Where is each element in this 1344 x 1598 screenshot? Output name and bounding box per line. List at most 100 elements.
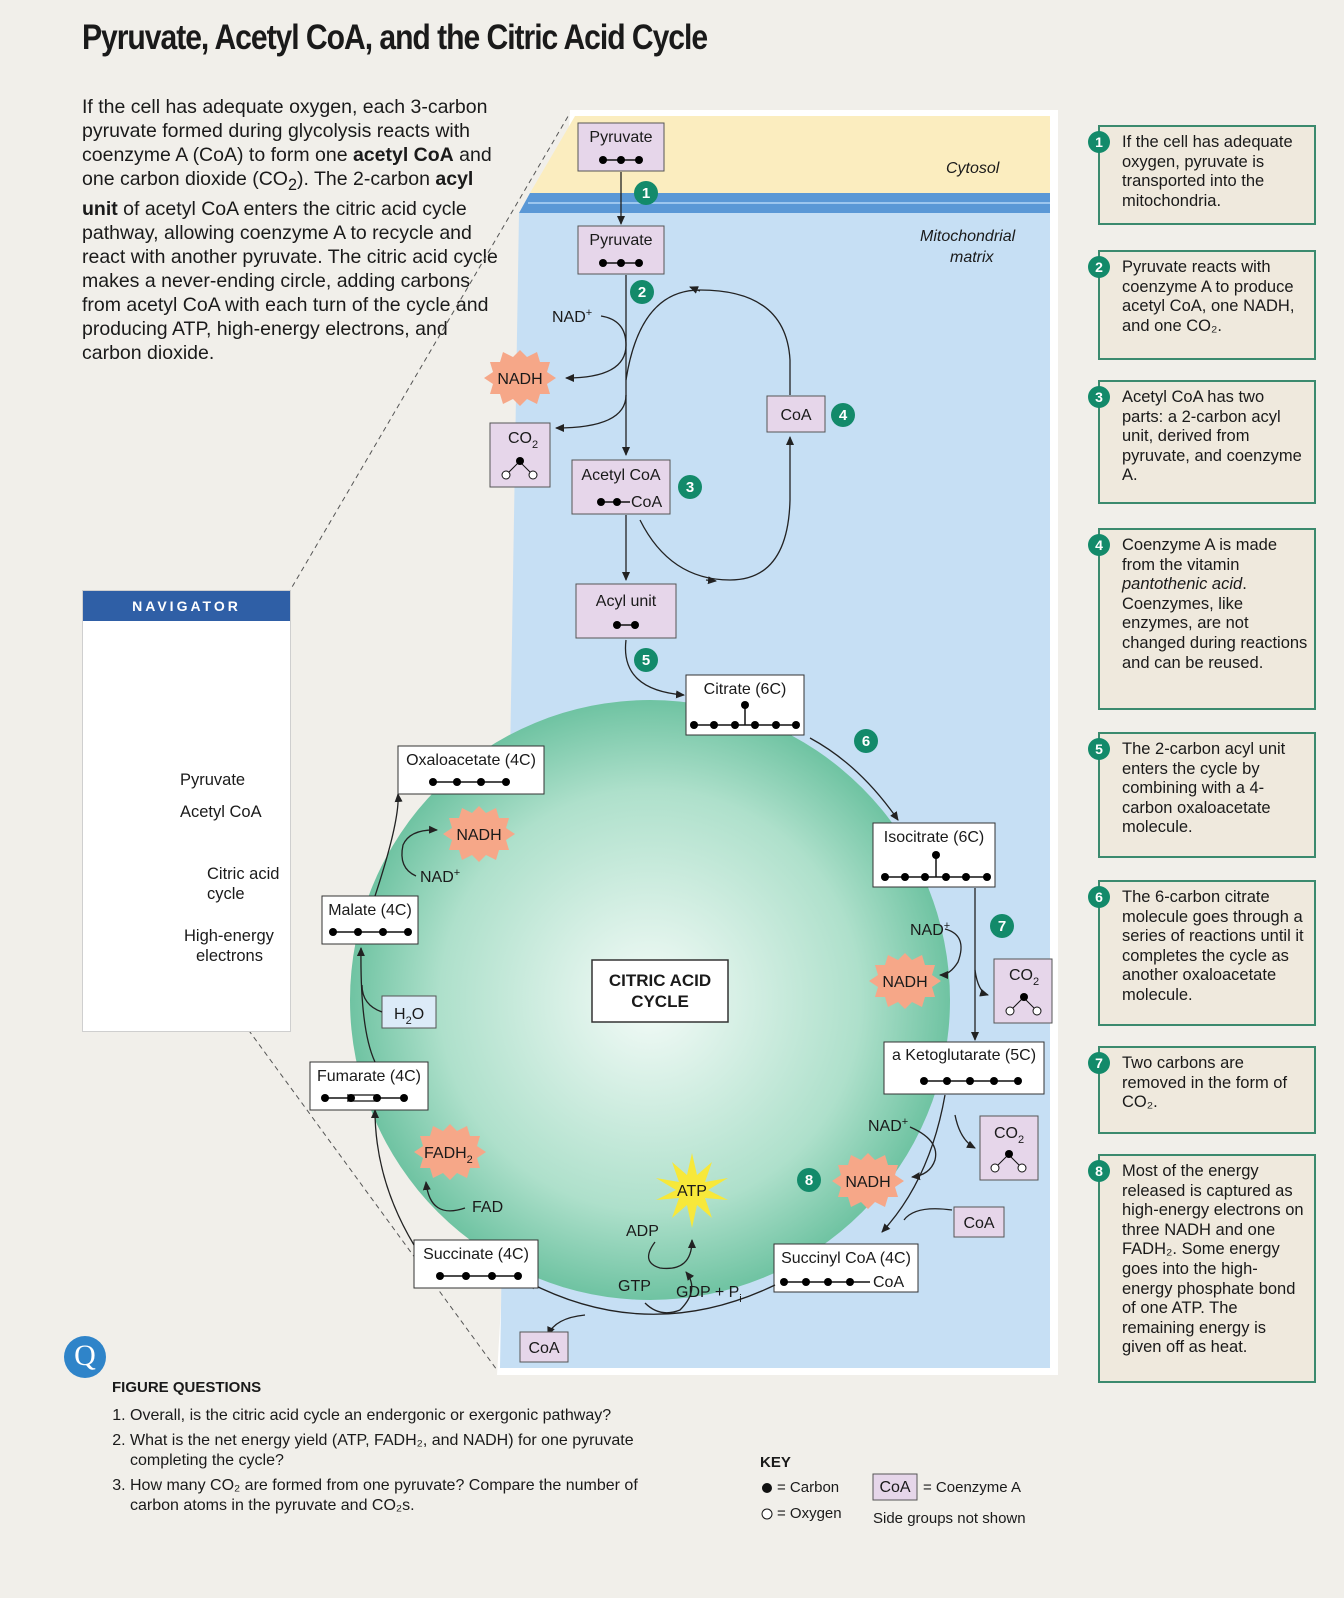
coa-label-recycle: CoA — [780, 407, 811, 424]
step-5-badge: 5 — [1088, 738, 1110, 760]
pyruvate-cytosol-label: Pyruvate — [589, 129, 652, 146]
acetyl-coa-coa-label: CoA — [631, 494, 662, 511]
nad-label-4: NAD+ — [420, 867, 460, 886]
figure-question-3: How many CO₂ are formed from one pyruvat… — [130, 1476, 652, 1515]
atp-label: ATP — [677, 1183, 707, 1200]
key-oxygen-icon — [761, 1508, 773, 1520]
co2-box-2 — [993, 958, 1053, 1024]
h2o-box — [381, 995, 437, 1029]
svg-text:6: 6 — [862, 733, 870, 750]
gtp-label: GTP — [618, 1278, 651, 1295]
svg-text:7: 7 — [998, 918, 1006, 935]
step-7-badge: 7 — [1088, 1052, 1110, 1074]
cytosol-label: Cytosol — [946, 160, 1000, 177]
succinyl-coa-carbons — [780, 1278, 870, 1286]
key-side-groups-note: Side groups not shown — [873, 1510, 1026, 1527]
figure-questions-title: FIGURE QUESTIONS — [112, 1379, 262, 1396]
pyruvate-cytosol-carbons — [599, 156, 643, 164]
succinyl-coa-label: Succinyl CoA (4C) — [781, 1250, 911, 1267]
fadh2-label: FADH2 — [424, 1145, 473, 1166]
nadh-burst-1: NADH — [484, 350, 556, 406]
co2-label-3: CO2 — [994, 1125, 1024, 1146]
coa-box-released — [519, 1331, 569, 1363]
nadh-label-1: NADH — [497, 371, 542, 388]
step-7-badge-diagram — [990, 914, 1014, 938]
matrix-label-line1: Mitochondrial — [920, 228, 1016, 245]
fumarate-carbons — [321, 1094, 408, 1102]
step-3-badge-diagram — [678, 475, 702, 499]
h2o-label: H2O — [394, 1006, 424, 1027]
oxaloacetate-carbons — [429, 778, 510, 786]
pyruvate-matrix-label: Pyruvate — [589, 232, 652, 249]
co2-molecule-icon-2 — [1005, 993, 1042, 1016]
cycle-label-line1: CITRIC ACID — [609, 971, 711, 990]
navigator-acetyl-coa-label: Acetyl CoA — [180, 803, 262, 821]
cycle-label-box — [591, 959, 729, 1023]
svg-text:2: 2 — [638, 284, 646, 301]
acetyl-coa-carbons — [597, 498, 630, 506]
fumarate-label: Fumarate (4C) — [317, 1068, 421, 1085]
navigator-panel: NAVIGATOR Pyruvate Acetyl CoA Citric aci… — [82, 590, 291, 1032]
malate-box — [321, 895, 419, 945]
adp-label: ADP — [626, 1223, 659, 1240]
svg-text:4: 4 — [839, 407, 848, 424]
step-2-badge: 2 — [1088, 256, 1110, 278]
nad-label-1: NAD+ — [552, 307, 592, 326]
isocitrate-label: Isocitrate (6C) — [884, 829, 984, 846]
acyl-unit-carbons — [613, 621, 639, 629]
svg-text:5: 5 — [642, 652, 650, 669]
step-4-badge: 4 — [1088, 534, 1110, 556]
co2-box-1 — [489, 422, 551, 488]
step-6-badge-diagram — [854, 729, 878, 753]
a-ketoglutarate-label: a Ketoglutarate (5C) — [892, 1047, 1036, 1064]
nad-label-2: NAD+ — [910, 920, 950, 939]
matrix-label-line2: matrix — [950, 249, 995, 266]
succinate-carbons — [436, 1272, 522, 1280]
key-carbon-label: = Carbon — [777, 1479, 840, 1496]
svg-text:3: 3 — [686, 479, 694, 496]
oxaloacetate-box — [397, 745, 545, 795]
step-6-badge: 6 — [1088, 886, 1110, 908]
navigator-pyruvate-label: Pyruvate — [180, 771, 246, 789]
coa-box-succinyl — [953, 1206, 1005, 1238]
key-title: KEY — [760, 1454, 791, 1471]
key-coa-label: CoA — [879, 1479, 910, 1496]
acetyl-coa-box — [571, 459, 671, 515]
acyl-unit-label: Acyl unit — [596, 593, 657, 610]
step-1-badge-diagram — [634, 181, 658, 205]
a-ketoglutarate-box — [883, 1041, 1045, 1095]
a-ketoglutarate-carbons — [920, 1077, 1022, 1085]
fad-label: FAD — [472, 1199, 503, 1216]
citrate-label: Citrate (6C) — [704, 681, 787, 698]
key-panel: KEY = Carbon = Oxygen = Coenzyme A Side … — [735, 1430, 1065, 1530]
co2-box-3 — [979, 1115, 1039, 1181]
malate-label: Malate (4C) — [328, 902, 412, 919]
pyruvate-matrix-carbons — [599, 259, 643, 267]
key-carbon-icon — [762, 1483, 772, 1493]
step-3-badge: 3 — [1088, 386, 1110, 408]
cycle-label-line2: CYCLE — [631, 992, 689, 1011]
succinyl-coa-box — [773, 1243, 919, 1293]
page-title: Pyruvate, Acetyl CoA, and the Citric Aci… — [82, 18, 708, 57]
coa-box-recycle — [766, 395, 826, 433]
key-coenzyme-label: = Coenzyme A — [923, 1479, 1021, 1496]
citrate-carbons — [690, 701, 800, 729]
succinyl-coa-coa-label: CoA — [873, 1274, 904, 1291]
nadh-burst-2: NADH — [869, 953, 941, 1009]
succinate-box — [413, 1239, 539, 1289]
key-oxygen-label: = Oxygen — [777, 1505, 842, 1522]
coa-label-released: CoA — [528, 1340, 559, 1357]
svg-text:8: 8 — [805, 1172, 813, 1189]
co2-molecule-icon-1 — [501, 457, 538, 480]
coa-label-succinyl: CoA — [963, 1215, 994, 1232]
step-8-badge: 8 — [1088, 1160, 1110, 1182]
